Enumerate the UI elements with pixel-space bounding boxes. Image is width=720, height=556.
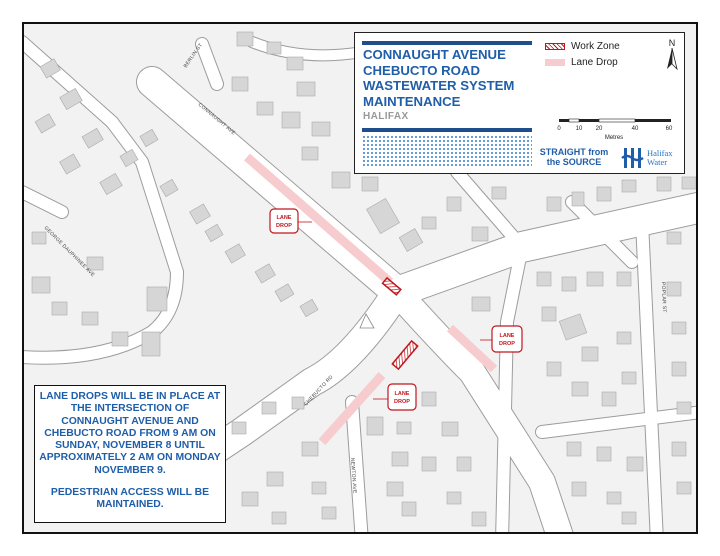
title-rule-top xyxy=(362,41,532,45)
lane-drop-tag-1: LANE DROP xyxy=(269,208,312,234)
legend-lane-drop: Lane Drop xyxy=(545,57,618,68)
legend-work-zone: Work Zone xyxy=(545,41,620,52)
traffic-island xyxy=(359,313,375,329)
title-line-2: CHEBUCTO ROAD xyxy=(363,62,480,78)
lane-drop-tag-2-line2: DROP xyxy=(499,341,515,347)
title-line-1: CONNAUGHT AVENUE xyxy=(363,47,506,62)
lane-drop-tags: LANE DROP LANE DROP LANE DROP xyxy=(269,208,523,411)
lane-drop-tag-2-line1: LANE xyxy=(500,333,515,339)
legend-work-zone-label: Work Zone xyxy=(571,41,620,52)
lane-drop-connaught xyxy=(244,153,393,286)
scale-tick-60: 60 xyxy=(666,126,673,132)
street-label-newton: NEWTON AVE xyxy=(349,458,358,495)
map-canvas[interactable]: LANE DROP LANE DROP LANE DROP CONNAUGHT … xyxy=(24,24,698,534)
title-rule-bottom xyxy=(362,128,532,132)
scale-tick-20: 20 xyxy=(596,126,603,132)
lane-drop-tag-3-line1: LANE xyxy=(395,391,410,397)
lane-drop-chebucto-west xyxy=(318,371,386,446)
notice-box: LANE DROPS WILL BE IN PLACE AT THE INTER… xyxy=(34,385,226,523)
straight-from-the-source-logo: STRAIGHT from the SOURCE xyxy=(537,147,611,167)
work-zone-north xyxy=(381,276,402,296)
notice-main-text: LANE DROPS WILL BE IN PLACE AT THE INTER… xyxy=(39,391,221,476)
work-zone-swatch-icon xyxy=(545,43,565,50)
legend-lane-drop-label: Lane Drop xyxy=(571,57,618,68)
lane-drop-areas xyxy=(244,153,498,446)
buildings xyxy=(31,31,696,527)
lane-drop-tag-1-line1: LANE xyxy=(277,215,292,221)
scale-unit: Metres xyxy=(605,135,623,141)
map-title: CONNAUGHT AVENUE CHEBUCTO ROAD WASTEWATE… xyxy=(363,47,543,109)
water-word: Water xyxy=(647,156,668,167)
north-arrow-label: N xyxy=(669,38,676,48)
lane-drop-tag-3: LANE DROP xyxy=(373,383,417,411)
straight-logo-line2: the SOURCE xyxy=(546,157,602,167)
lane-drop-tag-2: LANE DROP xyxy=(480,325,523,353)
lane-drop-swatch-icon xyxy=(545,59,565,66)
map-subtitle: HALIFAX xyxy=(363,111,409,122)
halifax-water-wordmark: Halifax Water xyxy=(647,149,673,166)
halifax-water-mark-icon xyxy=(621,148,644,168)
work-zones xyxy=(381,276,419,371)
street-label-poplar: POPLAR ST xyxy=(660,282,667,313)
lane-drop-tag-1-line2: DROP xyxy=(276,223,292,229)
scale-bar: 0 10 20 40 60 Metres xyxy=(557,118,673,141)
north-arrow-icon: N xyxy=(667,38,678,71)
notice-pedestrian-text: PEDESTRIAN ACCESS WILL BE MAINTAINED. xyxy=(50,487,210,511)
lane-drop-chebucto-east xyxy=(446,324,498,373)
halifax-water-logo: Halifax Water xyxy=(621,145,681,171)
dot-pattern-decoration xyxy=(362,135,532,168)
title-line-4: MAINTENANCE xyxy=(363,93,461,109)
scale-tick-0: 0 xyxy=(557,126,561,132)
lane-drop-tag-3-line2: DROP xyxy=(394,399,410,405)
scale-tick-10: 10 xyxy=(576,126,583,132)
title-panel: CONNAUGHT AVENUE CHEBUCTO ROAD WASTEWATE… xyxy=(354,32,685,174)
work-zone-south xyxy=(391,339,419,371)
halifax-word: Halifax xyxy=(647,148,673,158)
straight-logo-line1: STRAIGHT from xyxy=(539,147,609,157)
title-line-3: WASTEWATER SYSTEM xyxy=(363,78,515,93)
scale-tick-40: 40 xyxy=(632,126,639,132)
street-label-george-dauphinee: GEORGE DAUPHINEE AVE xyxy=(43,225,96,278)
